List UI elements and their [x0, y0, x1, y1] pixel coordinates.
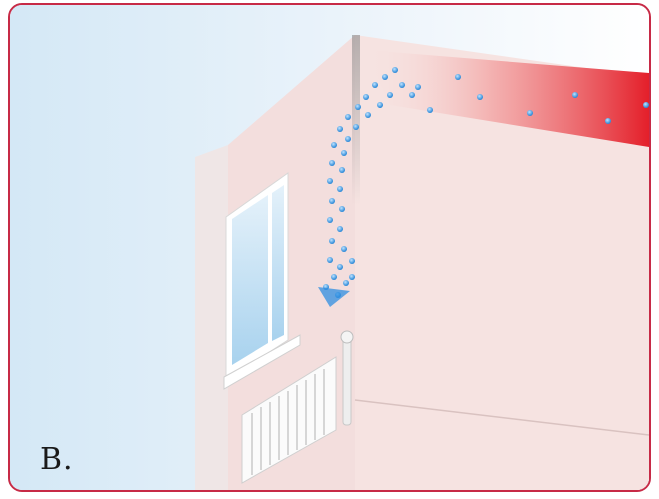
panel-label: B.	[40, 442, 74, 477]
room-illustration	[10, 5, 649, 490]
thermostat-knob	[341, 331, 353, 343]
facade-edge	[195, 145, 228, 490]
figure-frame: B.	[8, 3, 651, 492]
corner-shadow	[352, 35, 360, 205]
radiator-pipe	[343, 333, 351, 425]
